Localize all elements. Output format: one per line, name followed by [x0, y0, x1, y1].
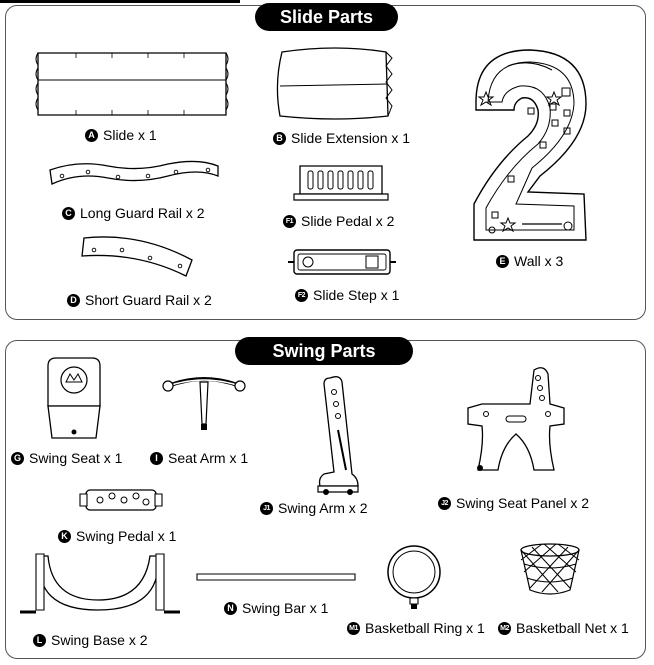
part-f2-text: Slide Step x 1	[313, 287, 400, 303]
long-guard-rail-illustration	[48, 158, 220, 190]
slide-illustration	[36, 50, 228, 118]
basketball-ring-illustration	[386, 544, 442, 609]
part-i-text: Seat Arm x 1	[168, 450, 249, 466]
part-k-label: K Swing Pedal x 1	[58, 528, 176, 544]
part-c-label: C Long Guard Rail x 2	[62, 205, 205, 221]
part-f2-badge: F2	[295, 288, 308, 302]
part-f2-label: F2 Slide Step x 1	[295, 287, 399, 303]
part-e-label: E Wall x 3	[496, 253, 563, 269]
part-g-badge: G	[11, 451, 24, 465]
top-rule	[0, 0, 240, 3]
part-l-label: L Swing Base x 2	[33, 632, 148, 648]
slide-parts-heading: Slide Parts	[255, 3, 398, 31]
part-j1-badge: J1	[260, 501, 273, 515]
part-a-badge: A	[85, 128, 98, 142]
part-k-text: Swing Pedal x 1	[76, 528, 177, 544]
swing-seat-panel-illustration	[464, 364, 568, 471]
part-k-badge: K	[58, 529, 71, 543]
swing-seat-illustration	[44, 356, 104, 442]
part-m1-text: Basketball Ring x 1	[365, 620, 485, 636]
part-b-text: Slide Extension x 1	[291, 130, 411, 146]
swing-pedal-illustration	[78, 486, 164, 516]
slide-extension-illustration	[276, 46, 396, 122]
part-j2-text: Swing Seat Panel x 2	[456, 495, 590, 511]
part-n-badge: N	[224, 601, 237, 615]
part-m1-label: M1 Basketball Ring x 1	[347, 620, 485, 636]
slide-step-illustration	[286, 246, 398, 278]
part-j1-text: Swing Arm x 2	[278, 500, 368, 516]
part-b-badge: B	[273, 131, 286, 145]
part-f1-label: F1 Slide Pedal x 2	[283, 213, 394, 229]
part-a-text: Slide x 1	[103, 127, 157, 143]
part-l-badge: L	[33, 633, 46, 647]
part-g-label: G Swing Seat x 1	[11, 450, 122, 466]
part-f1-text: Slide Pedal x 2	[301, 213, 395, 229]
part-n-text: Swing Bar x 1	[242, 600, 329, 616]
part-n-label: N Swing Bar x 1	[224, 600, 328, 616]
part-j2-badge: J2	[438, 496, 451, 510]
part-m2-label: M2 Basketball Net x 1	[498, 620, 629, 636]
part-i-badge: I	[150, 451, 163, 465]
slide-pedal-illustration	[292, 164, 390, 204]
part-d-label: D Short Guard Rail x 2	[67, 292, 212, 308]
swing-parts-heading: Swing Parts	[235, 337, 413, 365]
part-m2-text: Basketball Net x 1	[516, 620, 629, 636]
short-guard-rail-illustration	[80, 230, 198, 280]
basketball-net-illustration	[518, 542, 582, 600]
part-i-label: I Seat Arm x 1	[150, 450, 248, 466]
swing-arm-illustration	[312, 374, 366, 495]
part-m1-badge: M1	[347, 621, 360, 635]
part-d-badge: D	[67, 293, 80, 307]
part-c-text: Long Guard Rail x 2	[80, 205, 205, 221]
swing-bar-illustration	[196, 572, 356, 582]
part-f1-badge: F1	[283, 214, 296, 228]
part-d-text: Short Guard Rail x 2	[85, 292, 212, 308]
part-b-label: B Slide Extension x 1	[273, 130, 410, 146]
part-j2-label: J2 Swing Seat Panel x 2	[438, 495, 589, 511]
part-a-label: A Slide x 1	[85, 127, 157, 143]
part-j1-label: J1 Swing Arm x 2	[260, 500, 367, 516]
part-e-text: Wall x 3	[514, 253, 564, 269]
part-l-text: Swing Base x 2	[51, 632, 148, 648]
wall-illustration	[468, 44, 592, 244]
part-c-badge: C	[62, 206, 75, 220]
part-m2-badge: M2	[498, 621, 511, 635]
seat-arm-illustration	[162, 372, 246, 430]
swing-base-illustration	[18, 552, 184, 622]
part-e-badge: E	[496, 254, 509, 268]
part-g-text: Swing Seat x 1	[29, 450, 123, 466]
